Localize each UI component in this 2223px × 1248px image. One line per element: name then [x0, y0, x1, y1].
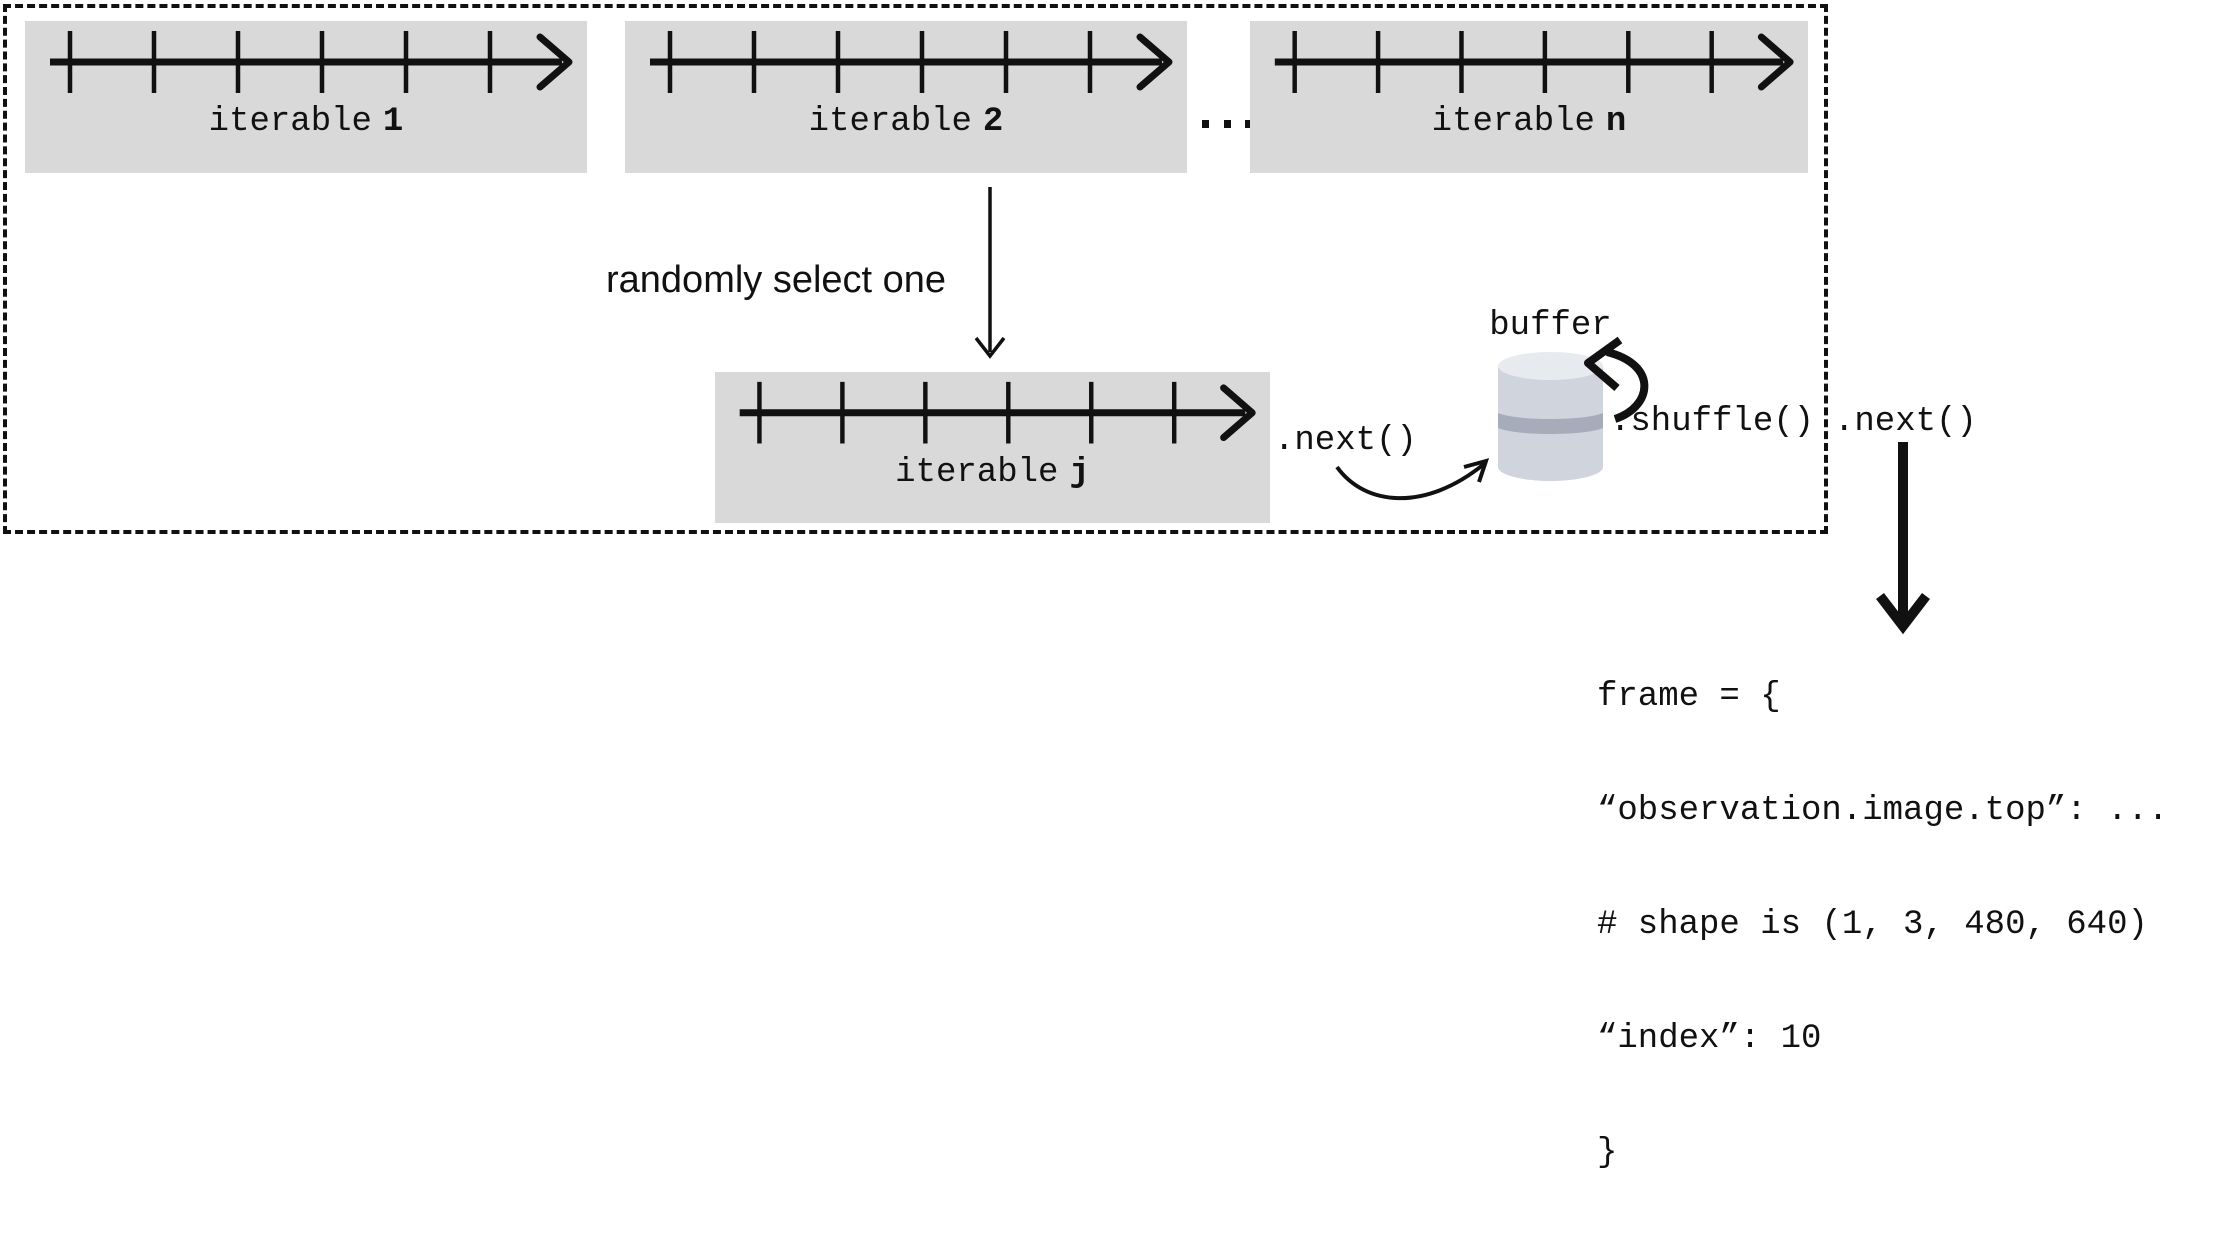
pipeline-dashed-container: [3, 4, 1828, 534]
code-line: frame = {: [1597, 678, 1781, 716]
frame-code-block: frame = { “observation.image.top”: ... #…: [1597, 602, 2168, 1248]
code-line: “observation.image.top”: ...: [1597, 792, 2169, 830]
code-line: # shape is (1, 3, 480, 640): [1597, 906, 2148, 944]
next-call-label-2: .next(): [1834, 403, 1977, 441]
code-line: “index”: 10: [1597, 1020, 1822, 1058]
timeline-arrow-icon: [650, 31, 1173, 93]
buffer-label: buffer: [1489, 307, 1612, 345]
next-call-label-1: .next(): [1274, 422, 1417, 460]
timeline-arrow-icon: [739, 381, 1256, 444]
timeline-arrow-icon: [1274, 31, 1794, 93]
random-select-label: randomly select one: [606, 259, 947, 301]
iterables-ellipsis: [1202, 120, 1252, 129]
code-line: }: [1597, 1134, 1618, 1172]
shuffle-call-label: .shuffle(): [1610, 403, 1815, 441]
output-arrow-icon: [1876, 442, 1930, 635]
timeline-arrow-icon: [50, 31, 573, 93]
